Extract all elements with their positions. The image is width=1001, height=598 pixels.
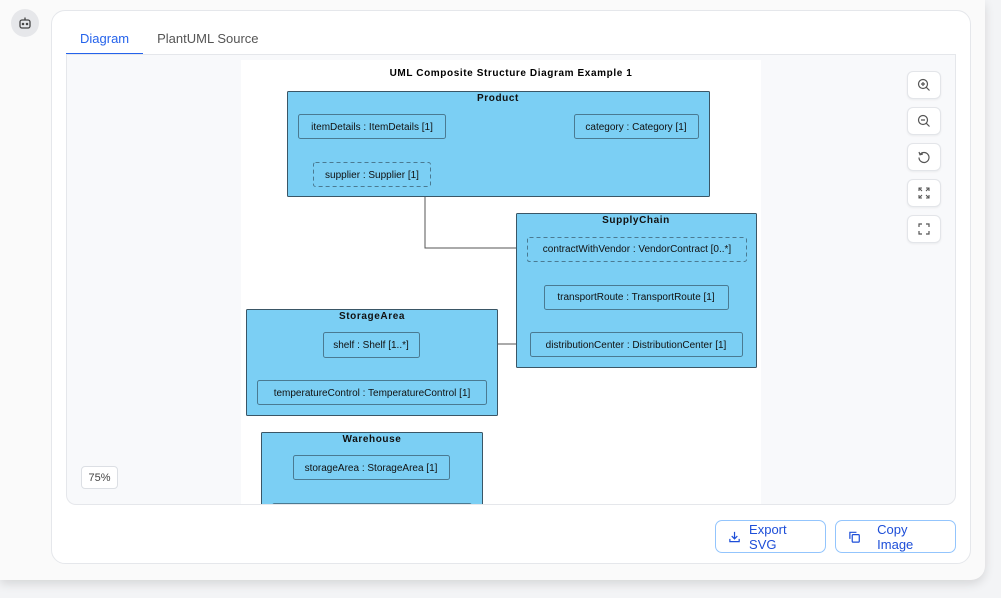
part-shelf: [323, 332, 420, 358]
part-label: distributionCenter : DistributionCenter …: [546, 340, 727, 351]
zoom-level-indicator: 75%: [81, 466, 118, 489]
part-label: itemDetails : ItemDetails [1]: [311, 122, 433, 133]
zoom-in-button[interactable]: [907, 71, 941, 99]
part-category: [574, 114, 699, 139]
part-hidden: [272, 503, 472, 504]
uml-diagram: UML Composite Structure Diagram Example …: [246, 68, 757, 504]
class-title: SupplyChain: [602, 215, 670, 226]
part-transportroute: [544, 285, 729, 310]
app-window: Diagram PlantUML Source UML Composite St…: [11, 9, 971, 564]
class-title: StorageArea: [339, 311, 405, 322]
download-icon: [729, 531, 740, 542]
export-svg-button[interactable]: Export SVG: [715, 520, 826, 553]
connector-supplier-contract: [424, 186, 527, 249]
tab-bar: Diagram PlantUML Source: [66, 27, 273, 55]
part-label: storageArea : StorageArea [1]: [305, 463, 438, 474]
fit-button[interactable]: [907, 179, 941, 207]
part-label: transportRoute : TransportRoute [1]: [557, 292, 715, 303]
bot-avatar-icon: [11, 9, 39, 37]
zoom-out-icon: [917, 114, 930, 127]
fullscreen-icon: [918, 223, 930, 235]
copy-image-button[interactable]: Copy Image: [835, 520, 956, 553]
tab-plantuml-source[interactable]: PlantUML Source: [157, 31, 259, 46]
fullscreen-button[interactable]: [907, 215, 941, 243]
reset-button[interactable]: [907, 143, 941, 171]
fit-icon: [918, 187, 930, 199]
part-storagearea: [293, 455, 450, 480]
part-temperaturecontrol: [257, 380, 487, 405]
reset-icon: [918, 151, 930, 164]
copy-image-label: Copy Image: [877, 521, 914, 552]
part-label: category : Category [1]: [585, 122, 686, 133]
diagram-card: Diagram PlantUML Source UML Composite St…: [51, 10, 971, 564]
export-svg-label: Export SVG: [749, 521, 787, 552]
part-label: temperatureControl : TemperatureControl …: [274, 388, 471, 399]
part-contractwithvendor: [527, 237, 747, 262]
diagram-viewer[interactable]: UML Composite Structure Diagram Example …: [66, 55, 956, 505]
tab-diagram[interactable]: Diagram: [66, 27, 144, 55]
diagram-title: UML Composite Structure Diagram Example …: [390, 68, 633, 79]
zoom-out-button[interactable]: [907, 107, 941, 135]
part-itemdetails: [298, 114, 446, 139]
class-title: Product: [477, 93, 519, 104]
class-title: Warehouse: [343, 434, 402, 445]
diagram-canvas[interactable]: UML Composite Structure Diagram Example …: [241, 60, 761, 504]
copy-icon: [849, 531, 860, 543]
part-distributioncenter: [530, 332, 743, 357]
part-label: shelf : Shelf [1..*]: [333, 340, 409, 351]
tab-divider: [66, 54, 956, 55]
part-supplier: [313, 162, 431, 187]
part-label: contractWithVendor : VendorContract [0..…: [543, 244, 732, 255]
zoom-in-icon: [917, 78, 930, 91]
part-label: supplier : Supplier [1]: [325, 170, 419, 181]
